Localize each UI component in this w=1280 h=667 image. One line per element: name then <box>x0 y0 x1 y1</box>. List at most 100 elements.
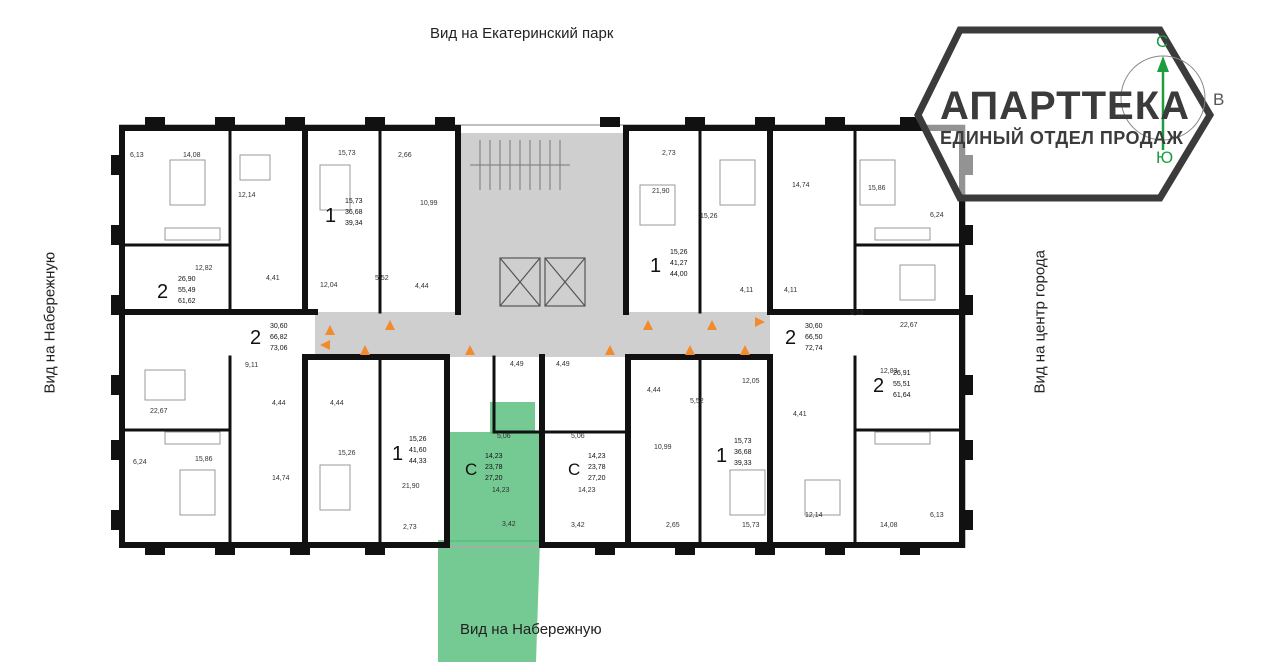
svg-text:39,34: 39,34 <box>345 220 363 227</box>
room-area: 10,99 <box>420 200 438 207</box>
room-area: 5,06 <box>497 433 511 440</box>
svg-text:15,73: 15,73 <box>734 438 752 445</box>
view-label-top: Вид на Екатеринский парк <box>430 25 614 42</box>
svg-text:41,27: 41,27 <box>670 260 688 267</box>
room-area: 12,05 <box>742 378 760 385</box>
room-area: 14,23 <box>492 487 510 494</box>
logo-title: АПАРТТЕКА <box>940 84 1190 128</box>
svg-text:66,50: 66,50 <box>805 334 823 341</box>
svg-text:23,78: 23,78 <box>588 464 606 471</box>
room-area: 15,26 <box>700 213 718 220</box>
svg-text:14,23: 14,23 <box>588 453 606 460</box>
room-area: 14,08 <box>183 152 201 159</box>
room-area: 4,49 <box>510 361 524 368</box>
svg-text:66,82: 66,82 <box>270 334 288 341</box>
svg-text:1: 1 <box>716 445 727 467</box>
svg-text:15,26: 15,26 <box>409 436 427 443</box>
room-area: 4,11 <box>784 287 797 294</box>
room-area: 4,44 <box>330 400 344 407</box>
room-area: 4,49 <box>556 361 570 368</box>
room-area: 5,52 <box>690 398 704 405</box>
room-area: 14,74 <box>792 182 810 189</box>
svg-text:1: 1 <box>325 205 336 227</box>
svg-text:39,33: 39,33 <box>734 460 752 467</box>
room-area: 21,90 <box>652 188 670 195</box>
logo: АПАРТТЕКА ЕДИНЫЙ ОТДЕЛ ПРОДАЖ <box>940 86 1190 149</box>
compass-east-label: В <box>1213 90 1225 109</box>
room-area: 5,06 <box>571 433 585 440</box>
view-label-right: Вид на центр города <box>1031 250 1049 394</box>
stairs <box>470 140 570 190</box>
room-area: 4,44 <box>415 283 429 290</box>
svg-text:55,49: 55,49 <box>178 287 196 294</box>
svg-text:27,20: 27,20 <box>485 475 503 482</box>
svg-text:36,68: 36,68 <box>734 449 752 456</box>
apartment-tag[interactable]: 1 15,26 41,60 44,33 <box>392 436 427 465</box>
apartment-tag[interactable]: 1 15,73 36,68 39,33 <box>716 438 752 467</box>
svg-text:44,00: 44,00 <box>670 271 688 278</box>
svg-text:15,73: 15,73 <box>345 198 363 205</box>
room-area: 6,24 <box>930 212 944 219</box>
core <box>315 133 770 357</box>
apartment-tag[interactable]: 2 26,90 55,49 61,62 <box>157 276 196 305</box>
room-area: 6,13 <box>930 512 944 519</box>
view-label-bottom: Вид на Набережную <box>460 621 602 638</box>
compass-south-label: Ю <box>1156 148 1174 167</box>
svg-text:23,78: 23,78 <box>485 464 503 471</box>
room-area: 3,42 <box>571 522 585 529</box>
logo-subtitle: ЕДИНЫЙ ОТДЕЛ ПРОДАЖ <box>940 128 1184 148</box>
room-area: 22,67 <box>900 322 918 329</box>
room-area: 6,13 <box>130 152 144 159</box>
room-area: 12,14 <box>805 512 823 519</box>
svg-text:15,26: 15,26 <box>670 249 688 256</box>
svg-text:61,62: 61,62 <box>178 298 196 305</box>
svg-text:27,20: 27,20 <box>588 475 606 482</box>
room-area: 15,86 <box>868 185 886 192</box>
room-area: 4,41 <box>266 275 280 282</box>
room-area: 15,73 <box>338 150 356 157</box>
apartment-tags: 1 15,73 36,68 39,34 2 26,90 55,49 61,62 … <box>157 198 911 482</box>
svg-text:30,60: 30,60 <box>270 323 288 330</box>
room-area: 14,23 <box>578 487 596 494</box>
room-area: 12,14 <box>238 192 256 199</box>
room-area: 21,90 <box>402 483 420 490</box>
svg-text:26,91: 26,91 <box>893 370 911 377</box>
apartment-tag[interactable]: 1 15,26 41,27 44,00 <box>650 249 688 278</box>
highlighted-apartment[interactable] <box>438 402 542 662</box>
svg-text:2: 2 <box>157 281 168 303</box>
svg-text:44,33: 44,33 <box>409 458 427 465</box>
room-area: 14,74 <box>272 475 290 482</box>
room-area: 14,08 <box>880 522 898 529</box>
room-area: 22,67 <box>150 408 168 415</box>
room-area: 3,42 <box>502 521 516 528</box>
svg-text:72,74: 72,74 <box>805 345 823 352</box>
room-area: 2,66 <box>398 152 412 159</box>
svg-text:30,60: 30,60 <box>805 323 823 330</box>
elevators <box>499 257 586 307</box>
apartment-tag[interactable]: 2 30,60 66,82 73,06 <box>250 323 288 352</box>
apartment-tag[interactable]: С 14,23 23,78 27,20 <box>568 453 606 482</box>
logo-hexagon <box>914 26 1215 202</box>
compass <box>1120 55 1206 150</box>
room-area: 4,44 <box>647 387 661 394</box>
room-area: 15,73 <box>742 522 760 529</box>
apartment-tag[interactable]: 1 15,73 36,68 39,34 <box>325 198 363 227</box>
room-area: 12,82 <box>195 265 213 272</box>
room-area: 2,73 <box>662 150 676 157</box>
north-arrow-icon <box>1157 56 1169 72</box>
room-area: 4,44 <box>272 400 286 407</box>
room-area: 4,41 <box>793 411 807 418</box>
walls <box>111 117 973 555</box>
room-area: 5,52 <box>375 275 389 282</box>
room-area: 2,65 <box>666 522 680 529</box>
svg-text:55,51: 55,51 <box>893 381 911 388</box>
apartment-tag[interactable]: 2 26,91 55,51 61,64 <box>873 370 911 399</box>
svg-text:2: 2 <box>873 375 884 397</box>
room-area: 15,86 <box>195 456 213 463</box>
svg-text:С: С <box>568 460 580 479</box>
svg-text:1: 1 <box>392 443 403 465</box>
apartment-tag-highlighted[interactable]: С 14,23 23,78 27,20 <box>465 453 503 482</box>
view-label-left: Вид на Набережную <box>41 251 59 394</box>
apartment-tag[interactable]: 2 30,60 66,50 72,74 <box>785 323 823 352</box>
